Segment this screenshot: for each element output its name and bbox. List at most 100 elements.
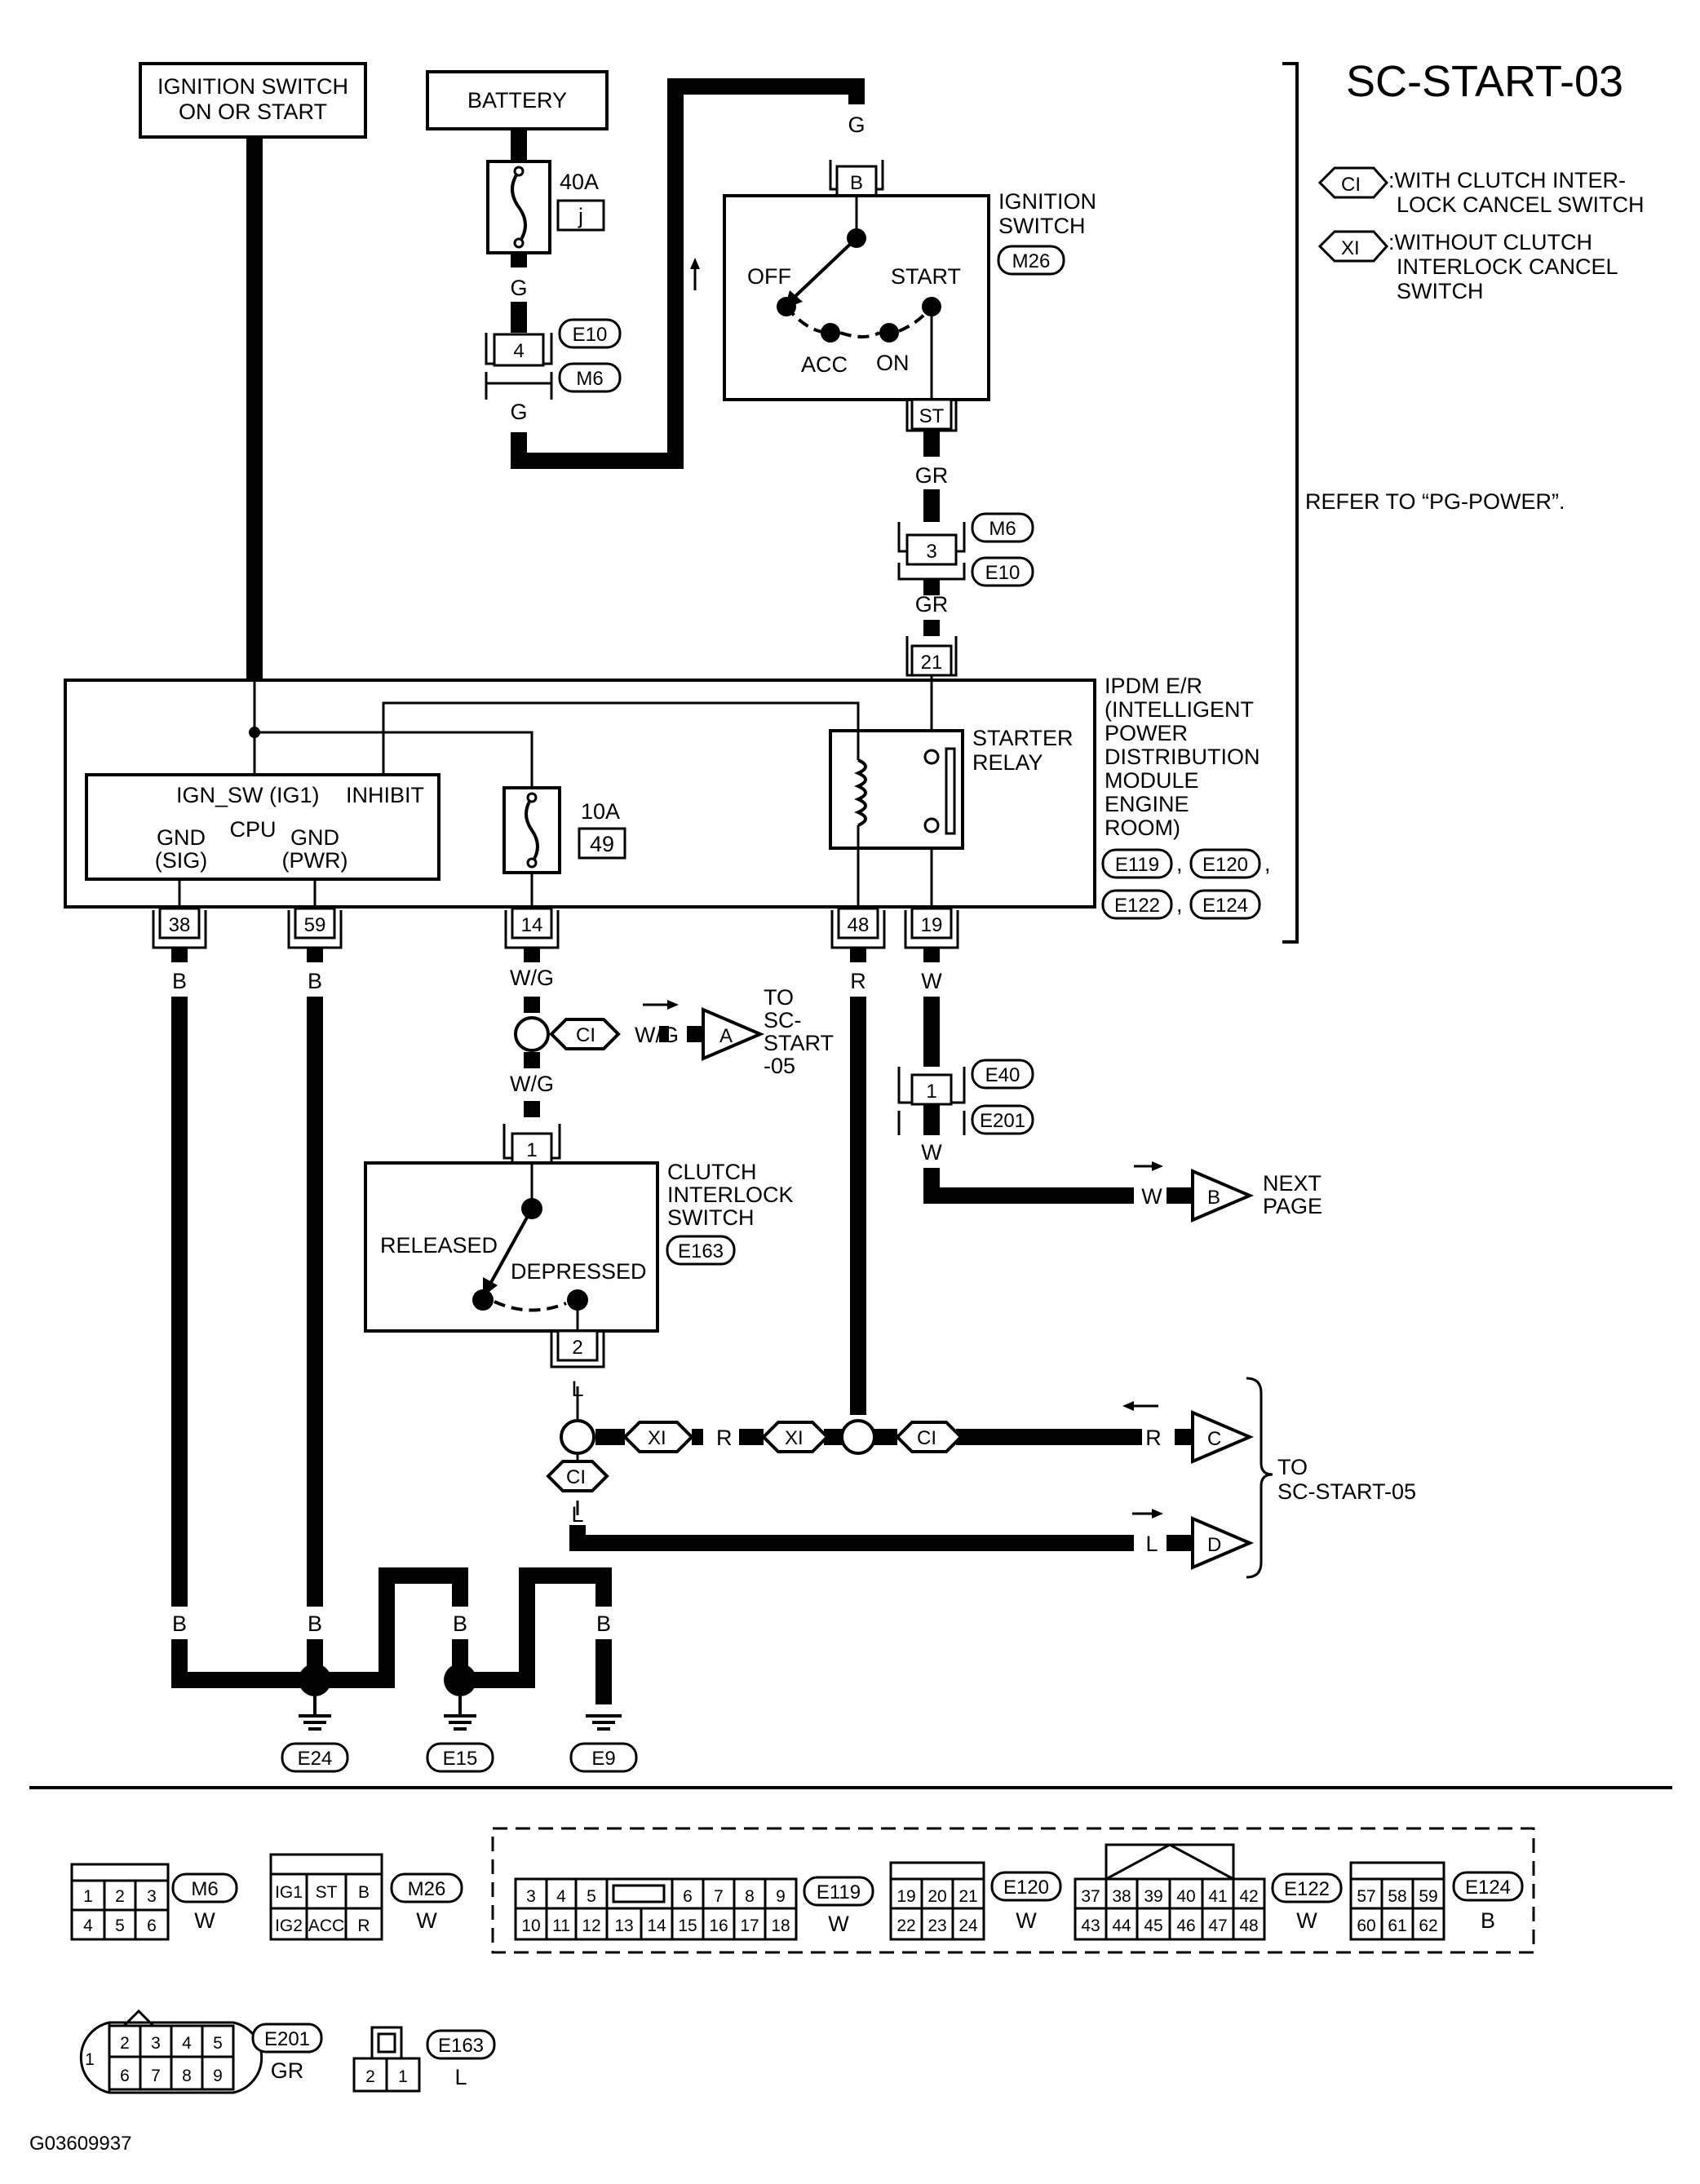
e119-pin: 6 [683, 1887, 693, 1906]
e124-pin: 57 [1357, 1887, 1375, 1906]
page-title: SC-START-03 [1346, 57, 1623, 106]
legend-ci-line2: LOCK CANCEL SWITCH [1397, 192, 1645, 217]
conn-tag-e10-a: E10 [573, 324, 608, 346]
wire-color-b-g6: B [596, 1611, 611, 1636]
e124-pin: 60 [1357, 1917, 1375, 1935]
legend-xi-line1: :WITHOUT CLUTCH [1388, 230, 1592, 254]
ignition-connector-tag: M26 [1012, 250, 1051, 272]
tag-e120: E120 [1003, 1877, 1049, 1899]
cpu-ign-label: IGN_SW (IG1) [176, 783, 320, 807]
clutch-name-2: INTERLOCK [667, 1183, 794, 1207]
clutch-interlock-switch: 1 RELEASED DEPRESSED 2 CLUTCH INTERLOCK … [364, 1124, 794, 1368]
connector-face-e120 [889, 1861, 985, 1941]
l-ci-tag: CI [566, 1466, 586, 1488]
m26-pin: R [357, 1917, 370, 1935]
clutch-pin-1: 1 [526, 1139, 537, 1161]
fuse-40a: 40A j [486, 160, 605, 254]
m6-pin: 6 [147, 1917, 157, 1935]
m6-pin: 3 [147, 1887, 157, 1906]
ipdm-pin-38: 38 [169, 914, 191, 936]
m6-pin: 2 [115, 1887, 125, 1906]
e201-pin: 7 [151, 2067, 161, 2085]
e163-pin: 2 [365, 2067, 375, 2086]
joint-connector-3: 3 M6 E10 [897, 512, 1034, 587]
wire-color-wg1: W/G [510, 966, 554, 990]
ipdm-conn-e119: E119 [1115, 854, 1159, 876]
ipdm-name-4: DISTRIBUTION [1105, 745, 1260, 769]
ignition-pos-acc: ACC [801, 352, 848, 377]
fuse-10a-label: 10A [581, 799, 620, 824]
ipdm-pin-48: 48 [848, 914, 870, 936]
ground-e15: E15 [426, 1664, 494, 1773]
color-m26: W [416, 1908, 437, 1933]
wire-color-b-g2: B [308, 1611, 322, 1636]
relay-label-2: RELAY [972, 750, 1043, 775]
ignition-pin-st: ST [919, 405, 945, 427]
wire-color-g2: G [510, 400, 527, 424]
e122-pin: 40 [1176, 1887, 1195, 1906]
conn-tag-m6-b: M6 [989, 518, 1016, 540]
e119-pin: 10 [521, 1917, 540, 1935]
legend: CI :WITH CLUTCH INTER- LOCK CANCEL SWITC… [1305, 166, 1645, 514]
offpage-b [1191, 1168, 1255, 1223]
cpu-gnd-sig-1: GND [157, 825, 206, 850]
e201-pin: 9 [213, 2067, 223, 2085]
tag-e201: E201 [264, 2028, 310, 2050]
clutch-bypass-row: XI R XI CI R C CI L L D TO SC-START-05 [546, 1377, 1416, 1579]
cpu-inhibit-label: INHIBIT [346, 783, 424, 807]
wire-l-to-d [569, 1525, 1134, 1551]
color-e119: W [828, 1912, 849, 1936]
wg-ci-tag: CI [576, 1024, 595, 1046]
joint-connector-1: 1 E40 E201 [897, 1059, 1034, 1135]
cpu-gnd-pwr-1: GND [290, 825, 339, 850]
to-cd-line2: SC-START-05 [1277, 1479, 1416, 1504]
e120-pin: 24 [958, 1917, 978, 1935]
connector-tags: M6 W M26 W E119 W E120 W E122 W E124 B E… [171, 1871, 1524, 2089]
offpage-c [1191, 1409, 1255, 1465]
legend-xi-tag-text: XI [1341, 237, 1360, 259]
wire-color-r2: R [716, 1426, 733, 1450]
legend-ci-tag [1317, 166, 1389, 199]
fuse-40a-id: j [578, 204, 583, 228]
wire-color-wg2: W/G [510, 1072, 554, 1096]
ipdm-name-2: (INTELLIGENT [1105, 697, 1254, 722]
e122-pin: 46 [1176, 1917, 1195, 1935]
e119-pin: 3 [526, 1887, 536, 1906]
ignition-source: IGNITION SWITCH ON OR START [139, 62, 367, 139]
wire-color-b-38: B [172, 969, 187, 993]
connector-faces [70, 1827, 1535, 2094]
e124-pin: 59 [1419, 1887, 1437, 1906]
wire-color-b-g4: B [453, 1611, 467, 1636]
ignition-pos-on: ON [876, 351, 910, 375]
offpage-a-label: A [719, 1025, 733, 1047]
bypass-ci-tag: CI [917, 1427, 936, 1449]
e120-pin: 19 [896, 1887, 915, 1906]
color-e201: GR [271, 2058, 304, 2083]
color-m6: W [194, 1908, 215, 1933]
wire-color-b-g5: B [520, 1611, 534, 1636]
e201-pin: 1 [85, 2050, 95, 2069]
cpu-gnd-sig-2: (SIG) [155, 848, 208, 873]
wire-color-w2: W [921, 1140, 942, 1165]
wire-color-w1: W [921, 969, 942, 993]
e122-pin: 37 [1081, 1887, 1100, 1906]
wire-ground-e24 [171, 1639, 380, 1688]
ipdm-comma-1: , [1176, 851, 1183, 876]
e163-pin: 1 [398, 2067, 408, 2086]
footer-code: G03609937 [29, 2133, 131, 2155]
e122-pin: 45 [1144, 1917, 1162, 1935]
ipdm-pin-59: 59 [304, 914, 326, 936]
m26-pin: ACC [308, 1917, 344, 1935]
e201-pin: 4 [182, 2034, 192, 2053]
e119-pin: 16 [709, 1917, 728, 1935]
joint-pin-4: 4 [513, 340, 524, 362]
offpage-b-label: B [1207, 1187, 1220, 1209]
m6-pin: 1 [83, 1887, 93, 1906]
ipdm-comma-2: , [1264, 851, 1271, 876]
ipdm-pin-14: 14 [521, 914, 543, 936]
wire-color-r3: R [1145, 1426, 1162, 1450]
tag-e122: E122 [1284, 1878, 1330, 1900]
connector-face-e201 [79, 2009, 263, 2094]
e119-pin: 7 [714, 1887, 724, 1906]
m26-pin: IG1 [275, 1883, 303, 1902]
